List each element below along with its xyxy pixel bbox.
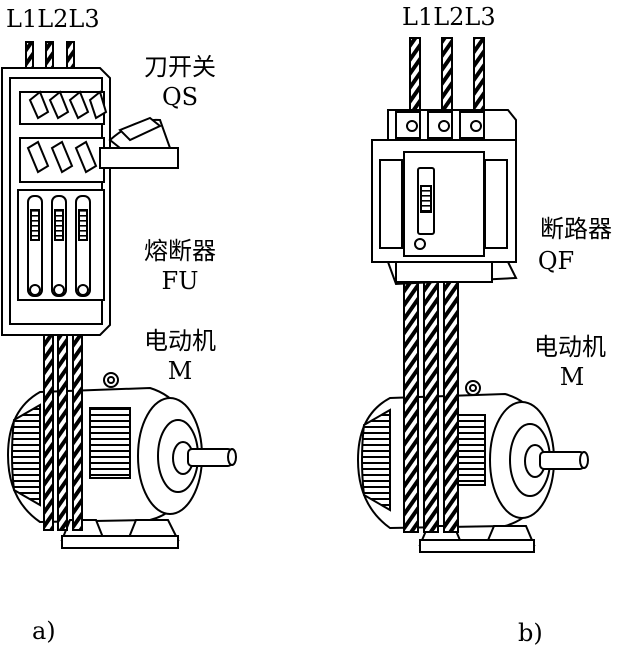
caption-a: a) [32, 617, 56, 645]
knife-switch [19, 90, 179, 183]
circuit-breaker-label: 断路器 [540, 215, 612, 243]
knife-switch-label: 刀开关 [144, 53, 216, 81]
fuse-label: 熔断器 [144, 237, 216, 265]
motor-label-b: 电动机 [534, 333, 606, 361]
phase-label-a: L1L2L3 [6, 5, 100, 33]
circuit-breaker-code: QF [537, 247, 575, 275]
motor-cables-a [43, 329, 83, 531]
motor-cables-b [403, 269, 459, 533]
knife-switch-code: QS [161, 83, 199, 111]
caption-b: b) [518, 619, 543, 647]
phase-label-b: L1L2L3 [402, 3, 496, 31]
panel-a-diagram [1, 41, 237, 549]
motor-code-a: M [167, 357, 193, 385]
motor-a [6, 372, 237, 549]
motor-code-b: M [559, 363, 585, 391]
motor-b [356, 380, 589, 553]
knife-switch-panel [1, 67, 179, 336]
fuse-code: FU [161, 267, 199, 295]
supply-wires-b [409, 37, 485, 121]
panel-b-diagram [356, 37, 589, 553]
fuses [17, 189, 105, 301]
circuit-breaker [371, 109, 518, 286]
motor-label-a: 电动机 [144, 327, 216, 355]
